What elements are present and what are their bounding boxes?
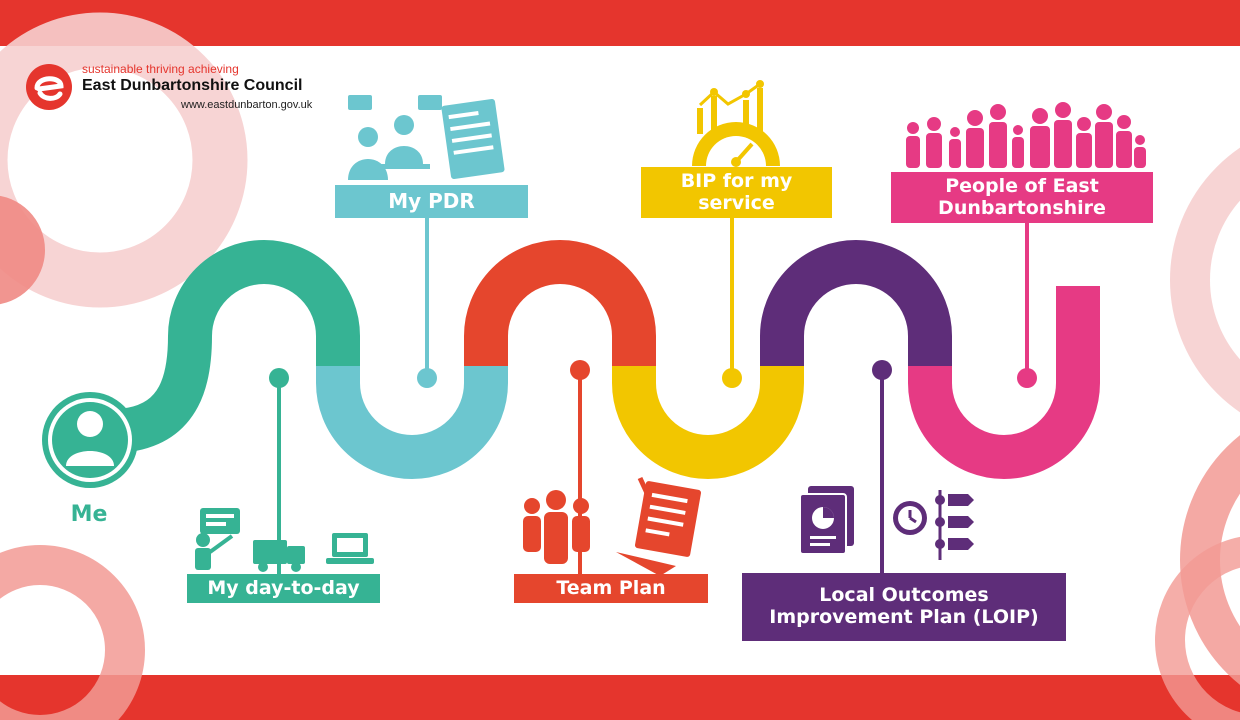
label-loip-text: Local Outcomes Improvement Plan (LOIP) bbox=[769, 584, 1039, 628]
label-my-pdr: My PDR bbox=[335, 185, 528, 218]
connector-loip bbox=[872, 360, 892, 574]
teacher-truck-laptop-icon bbox=[195, 508, 374, 572]
label-bip-for-my-service: BIP for my service bbox=[641, 167, 832, 218]
council-e-logo-icon bbox=[26, 64, 72, 110]
report-timeline-icon bbox=[799, 486, 974, 560]
label-bip-text: BIP for my service bbox=[680, 169, 793, 214]
council-logo[interactable]: sustainable thriving achieving East Dunb… bbox=[24, 60, 334, 120]
bottom-banner bbox=[0, 675, 1240, 720]
connector-people bbox=[1017, 222, 1037, 388]
connector-pdr bbox=[417, 218, 437, 388]
connector-bip bbox=[722, 218, 742, 388]
decorative-rings bbox=[0, 12, 1240, 720]
label-me: Me bbox=[70, 502, 108, 528]
council-website-link[interactable]: www.eastdunbarton.gov.uk bbox=[181, 99, 313, 111]
label-loip: Local Outcomes Improvement Plan (LOIP) bbox=[742, 573, 1066, 641]
people-crowd-icon bbox=[906, 102, 1146, 168]
team-plan-icon bbox=[523, 476, 702, 576]
label-my-day-to-day: My day-to-day bbox=[187, 574, 380, 603]
winding-path bbox=[123, 240, 1100, 479]
person-icon bbox=[42, 392, 138, 488]
label-people-text: People of East Dunbartonshire bbox=[938, 174, 1106, 219]
council-name: East Dunbartonshire Council bbox=[82, 77, 303, 94]
council-tagline: sustainable thriving achieving bbox=[82, 62, 239, 76]
label-team-plan: Team Plan bbox=[514, 574, 708, 603]
label-people-of-east-dunbartonshire: People of East Dunbartonshire bbox=[891, 172, 1153, 223]
meeting-document-icon bbox=[348, 95, 505, 180]
top-banner bbox=[0, 0, 1240, 46]
performance-gauge-icon bbox=[692, 80, 780, 167]
